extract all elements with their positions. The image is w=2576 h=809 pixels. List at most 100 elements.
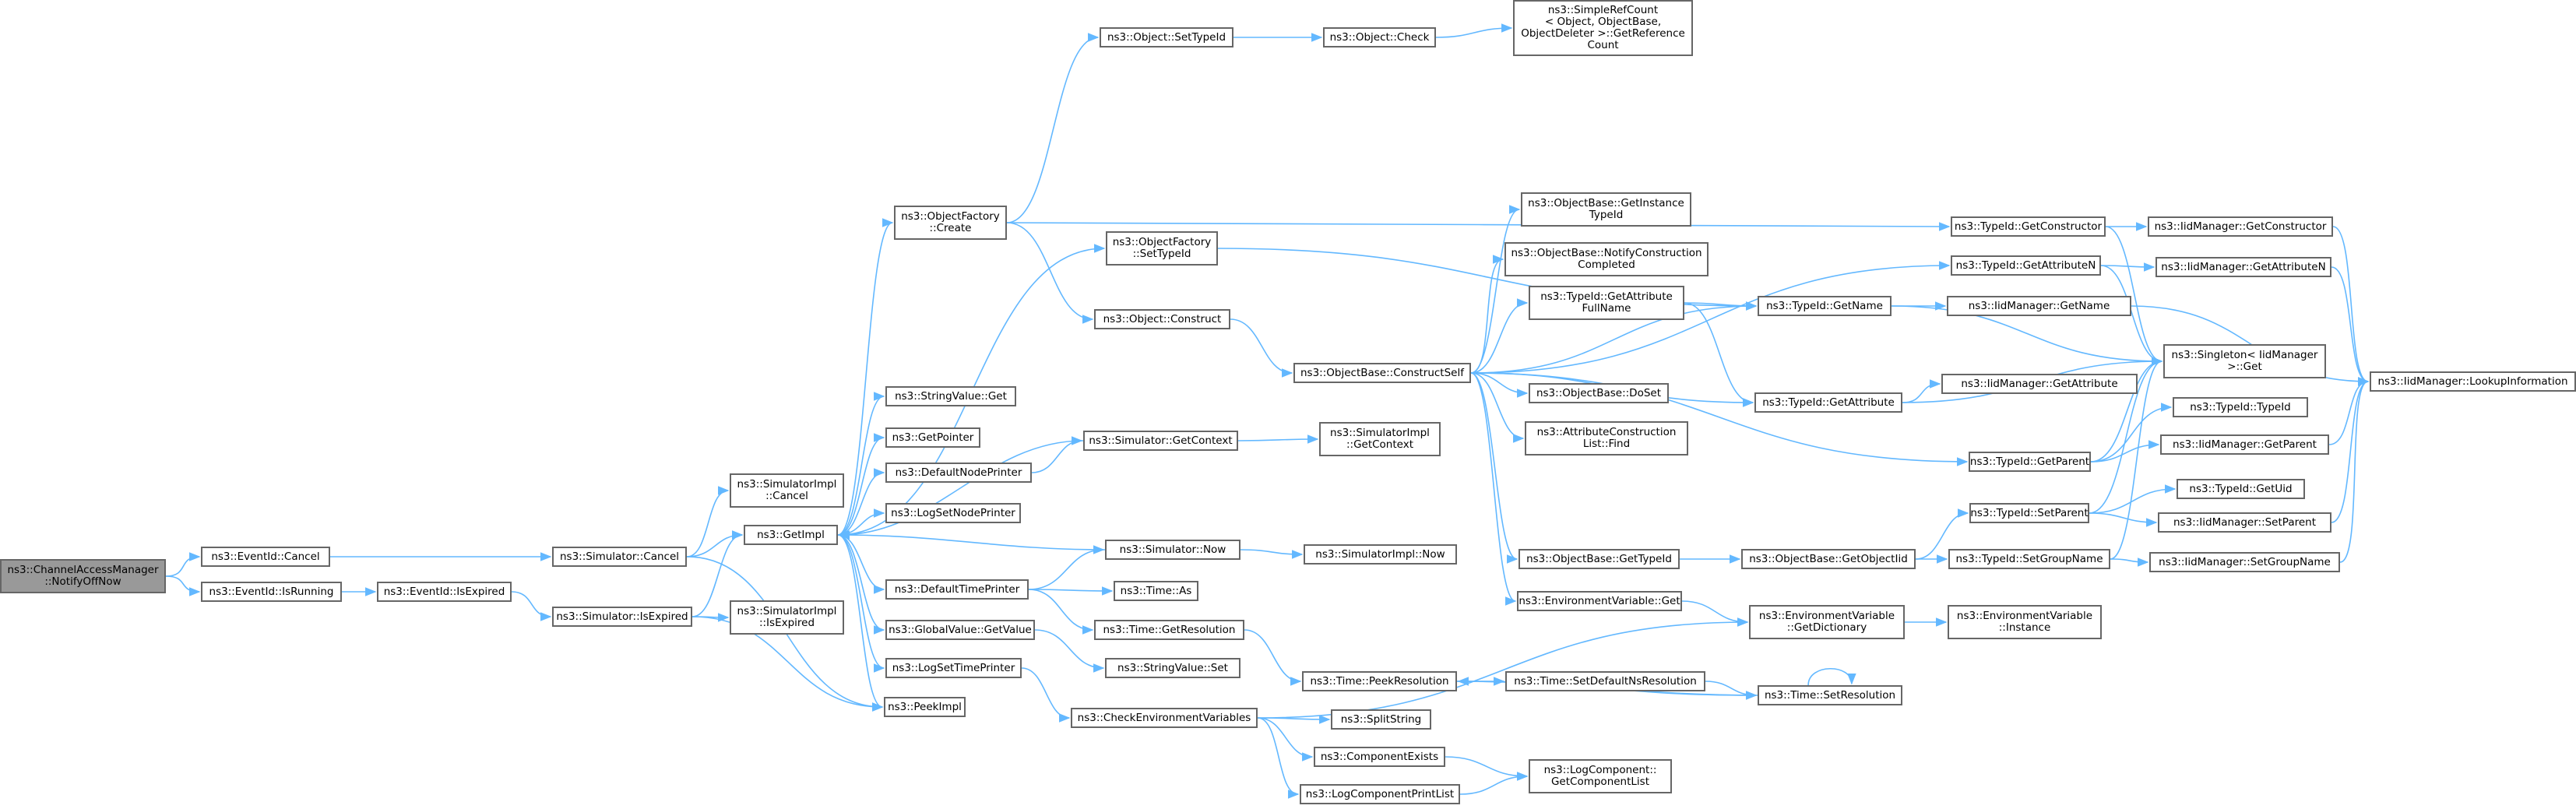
function-node-n22[interactable]: ns3::Simulator::Now — [1105, 540, 1240, 560]
function-node-n53[interactable]: ns3::IidManager::GetAttribute — [1941, 374, 2138, 394]
function-node-n6[interactable]: ns3::SimulatorImpl::Cancel — [730, 473, 844, 508]
call-edge-n50-n60 — [2105, 226, 2163, 366]
node-label-line: ns3::ObjectBase::GetTypeId — [1526, 552, 1672, 565]
call-edge-n62-n66 — [2328, 377, 2370, 445]
function-node-n50[interactable]: ns3::TypeId::GetConstructor — [1951, 216, 2106, 237]
function-node-n32[interactable]: ns3::SplitString — [1331, 709, 1431, 730]
node-label-line: ns3::LogSetNodePrinter — [891, 506, 1015, 519]
function-node-n63[interactable]: ns3::TypeId::GetUid — [2177, 479, 2305, 499]
node-label-line: ns3::SimpleRefCount — [1547, 4, 1659, 16]
node-label-line: ns3::Simulator::IsExpired — [556, 610, 688, 623]
function-node-n31[interactable]: ns3::Time::PeekResolution — [1302, 671, 1457, 691]
node-label-line: Count — [1587, 39, 1619, 51]
node-label-line: ns3::LogComponentPrintList — [1305, 787, 1455, 800]
call-edge-n59-n66 — [2331, 266, 2370, 386]
function-node-n65[interactable]: ns3::IidManager::SetGroupName — [2149, 552, 2340, 572]
function-node-n59[interactable]: ns3::IidManager::GetAttributeN — [2155, 257, 2331, 277]
call-edge-n28-n45 — [1470, 301, 1758, 374]
function-node-n60[interactable]: ns3::Singleton< IidManager>::Get — [2163, 344, 2326, 378]
function-node-n14[interactable]: ns3::DefaultNodePrinter — [885, 463, 1032, 483]
function-node-n30[interactable]: ns3::SimulatorImpl::Now — [1304, 544, 1457, 565]
function-node-n35[interactable]: ns3::SimpleRefCount< Object, ObjectBase,… — [1513, 0, 1693, 56]
function-node-n18[interactable]: ns3::LogSetTimePrinter — [885, 658, 1022, 678]
function-node-n28[interactable]: ns3::ObjectBase::ConstructSelf — [1293, 363, 1471, 383]
function-node-n24[interactable]: ns3::Time::GetResolution — [1094, 620, 1244, 640]
call-edge-n10-n20 — [1006, 222, 1094, 324]
node-label-line: ns3::SplitString — [1340, 712, 1422, 726]
function-node-n23[interactable]: ns3::Time::As — [1114, 581, 1198, 601]
call-edge-n7-n12 — [837, 392, 885, 536]
node-label-line: List::Find — [1582, 438, 1631, 450]
function-node-n42[interactable]: ns3::EnvironmentVariable::Get — [1517, 591, 1682, 611]
function-node-n4[interactable]: ns3::EventId::IsExpired — [377, 582, 512, 602]
node-label-line: ns3::TypeId::GetAttribute — [1540, 290, 1673, 303]
call-edge-n49-n49 — [1807, 668, 1856, 686]
call-edge-n7-n13 — [837, 433, 885, 536]
function-node-n44[interactable]: ns3::LogComponent::GetComponentList — [1529, 759, 1672, 793]
node-label-line: ns3::TypeId::GetConstructor — [1954, 220, 2103, 233]
call-edge-n65-n66 — [2339, 377, 2370, 563]
function-node-n27[interactable]: ns3::Object::Check — [1323, 27, 1436, 47]
function-node-n41[interactable]: ns3::ObjectBase::GetTypeId — [1519, 549, 1680, 569]
function-node-n26[interactable]: ns3::CheckEnvironmentVariables — [1071, 708, 1258, 728]
call-edge-n26-n34 — [1257, 717, 1300, 799]
call-edge-n54-n60 — [2090, 357, 2163, 463]
function-node-n12[interactable]: ns3::StringValue::Get — [885, 386, 1016, 406]
call-edge-n7-n9 — [837, 534, 884, 712]
function-node-n17[interactable]: ns3::GlobalValue::GetValue — [885, 620, 1035, 640]
call-edge-n47-n55 — [1915, 508, 1969, 560]
function-node-n10[interactable]: ns3::ObjectFactory::Create — [894, 206, 1007, 240]
function-node-n29[interactable]: ns3::SimulatorImpl::GetContext — [1319, 422, 1441, 456]
function-node-n48[interactable]: ns3::EnvironmentVariable::GetDictionary — [1749, 605, 1905, 639]
function-node-n54[interactable]: ns3::TypeId::GetParent — [1969, 452, 2091, 472]
function-node-n3[interactable]: ns3::Simulator::Cancel — [552, 547, 687, 567]
function-node-n15[interactable]: ns3::LogSetNodePrinter — [885, 503, 1021, 523]
function-node-n45[interactable]: ns3::TypeId::GetName — [1758, 296, 1892, 316]
function-node-n61[interactable]: ns3::TypeId::TypeId — [2173, 397, 2308, 417]
function-node-n52[interactable]: ns3::IidManager::GetName — [1947, 296, 2131, 316]
function-node-n34[interactable]: ns3::LogComponentPrintList — [1300, 784, 1460, 804]
function-node-n9[interactable]: ns3::PeekImpl — [884, 697, 966, 717]
function-node-n16[interactable]: ns3::DefaultTimePrinter — [885, 579, 1029, 600]
call-edge-n55-n60 — [2089, 357, 2163, 514]
function-node-n21[interactable]: ns3::Simulator::GetContext — [1083, 431, 1238, 451]
function-node-n55[interactable]: ns3::TypeId::SetParent — [1969, 503, 2089, 523]
function-node-n39[interactable]: ns3::ObjectBase::DoSet — [1529, 383, 1669, 403]
function-node-n13[interactable]: ns3::GetPointer — [885, 427, 980, 448]
node-label-line: ns3::SimulatorImpl::Now — [1315, 547, 1445, 561]
function-node-n46[interactable]: ns3::TypeId::GetAttribute — [1754, 392, 1902, 413]
function-node-n62[interactable]: ns3::IidManager::GetParent — [2160, 434, 2329, 455]
node-label-line: ObjectDeleter >::GetReference — [1521, 27, 1685, 40]
function-node-n19[interactable]: ns3::Object::SetTypeId — [1100, 27, 1233, 47]
function-node-n8[interactable]: ns3::SimulatorImpl::IsExpired — [730, 600, 844, 635]
function-node-n66[interactable]: ns3::IidManager::LookupInformation — [2370, 371, 2576, 392]
function-node-n20[interactable]: ns3::Object::Construct — [1094, 309, 1230, 329]
function-node-n2[interactable]: ns3::EventId::IsRunning — [201, 582, 342, 602]
function-node-n47[interactable]: ns3::ObjectBase::GetObjectIid — [1741, 549, 1916, 569]
function-node-n25[interactable]: ns3::StringValue::Set — [1105, 658, 1240, 678]
function-node-n56[interactable]: ns3::TypeId::SetGroupName — [1948, 549, 2110, 569]
call-edge-n24-n31 — [1244, 629, 1302, 686]
function-node-n57[interactable]: ns3::EnvironmentVariable::Instance — [1948, 605, 2102, 639]
node-label-line: GetComponentList — [1550, 776, 1650, 788]
call-edge-n58-n66 — [2332, 226, 2370, 386]
function-node-n49[interactable]: ns3::Time::SetResolution — [1758, 685, 1902, 705]
function-node-n43[interactable]: ns3::Time::SetDefaultNsResolution — [1505, 671, 1705, 691]
node-label-line: ns3::TypeId::GetName — [1766, 299, 1883, 312]
function-node-n1[interactable]: ns3::EventId::Cancel — [201, 547, 330, 567]
function-node-n33[interactable]: ns3::ComponentExists — [1314, 747, 1445, 767]
function-node-n11[interactable]: ns3::ObjectFactory::SetTypeId — [1106, 231, 1218, 266]
function-node-n7[interactable]: ns3::GetImpl — [744, 525, 838, 545]
function-node-n51[interactable]: ns3::TypeId::GetAttributeN — [1951, 255, 2101, 276]
call-edge-n42-n48 — [1681, 600, 1749, 627]
function-node-n5[interactable]: ns3::Simulator::IsExpired — [552, 607, 692, 627]
function-node-n58[interactable]: ns3::IidManager::GetConstructor — [2148, 216, 2333, 237]
node-label-line: ns3::TypeId::GetUid — [2189, 482, 2293, 495]
function-node-n64[interactable]: ns3::IidManager::SetParent — [2158, 512, 2331, 533]
node-label-line: ns3::DefaultTimePrinter — [894, 582, 1020, 596]
call-edge-n7-n10 — [837, 218, 894, 536]
